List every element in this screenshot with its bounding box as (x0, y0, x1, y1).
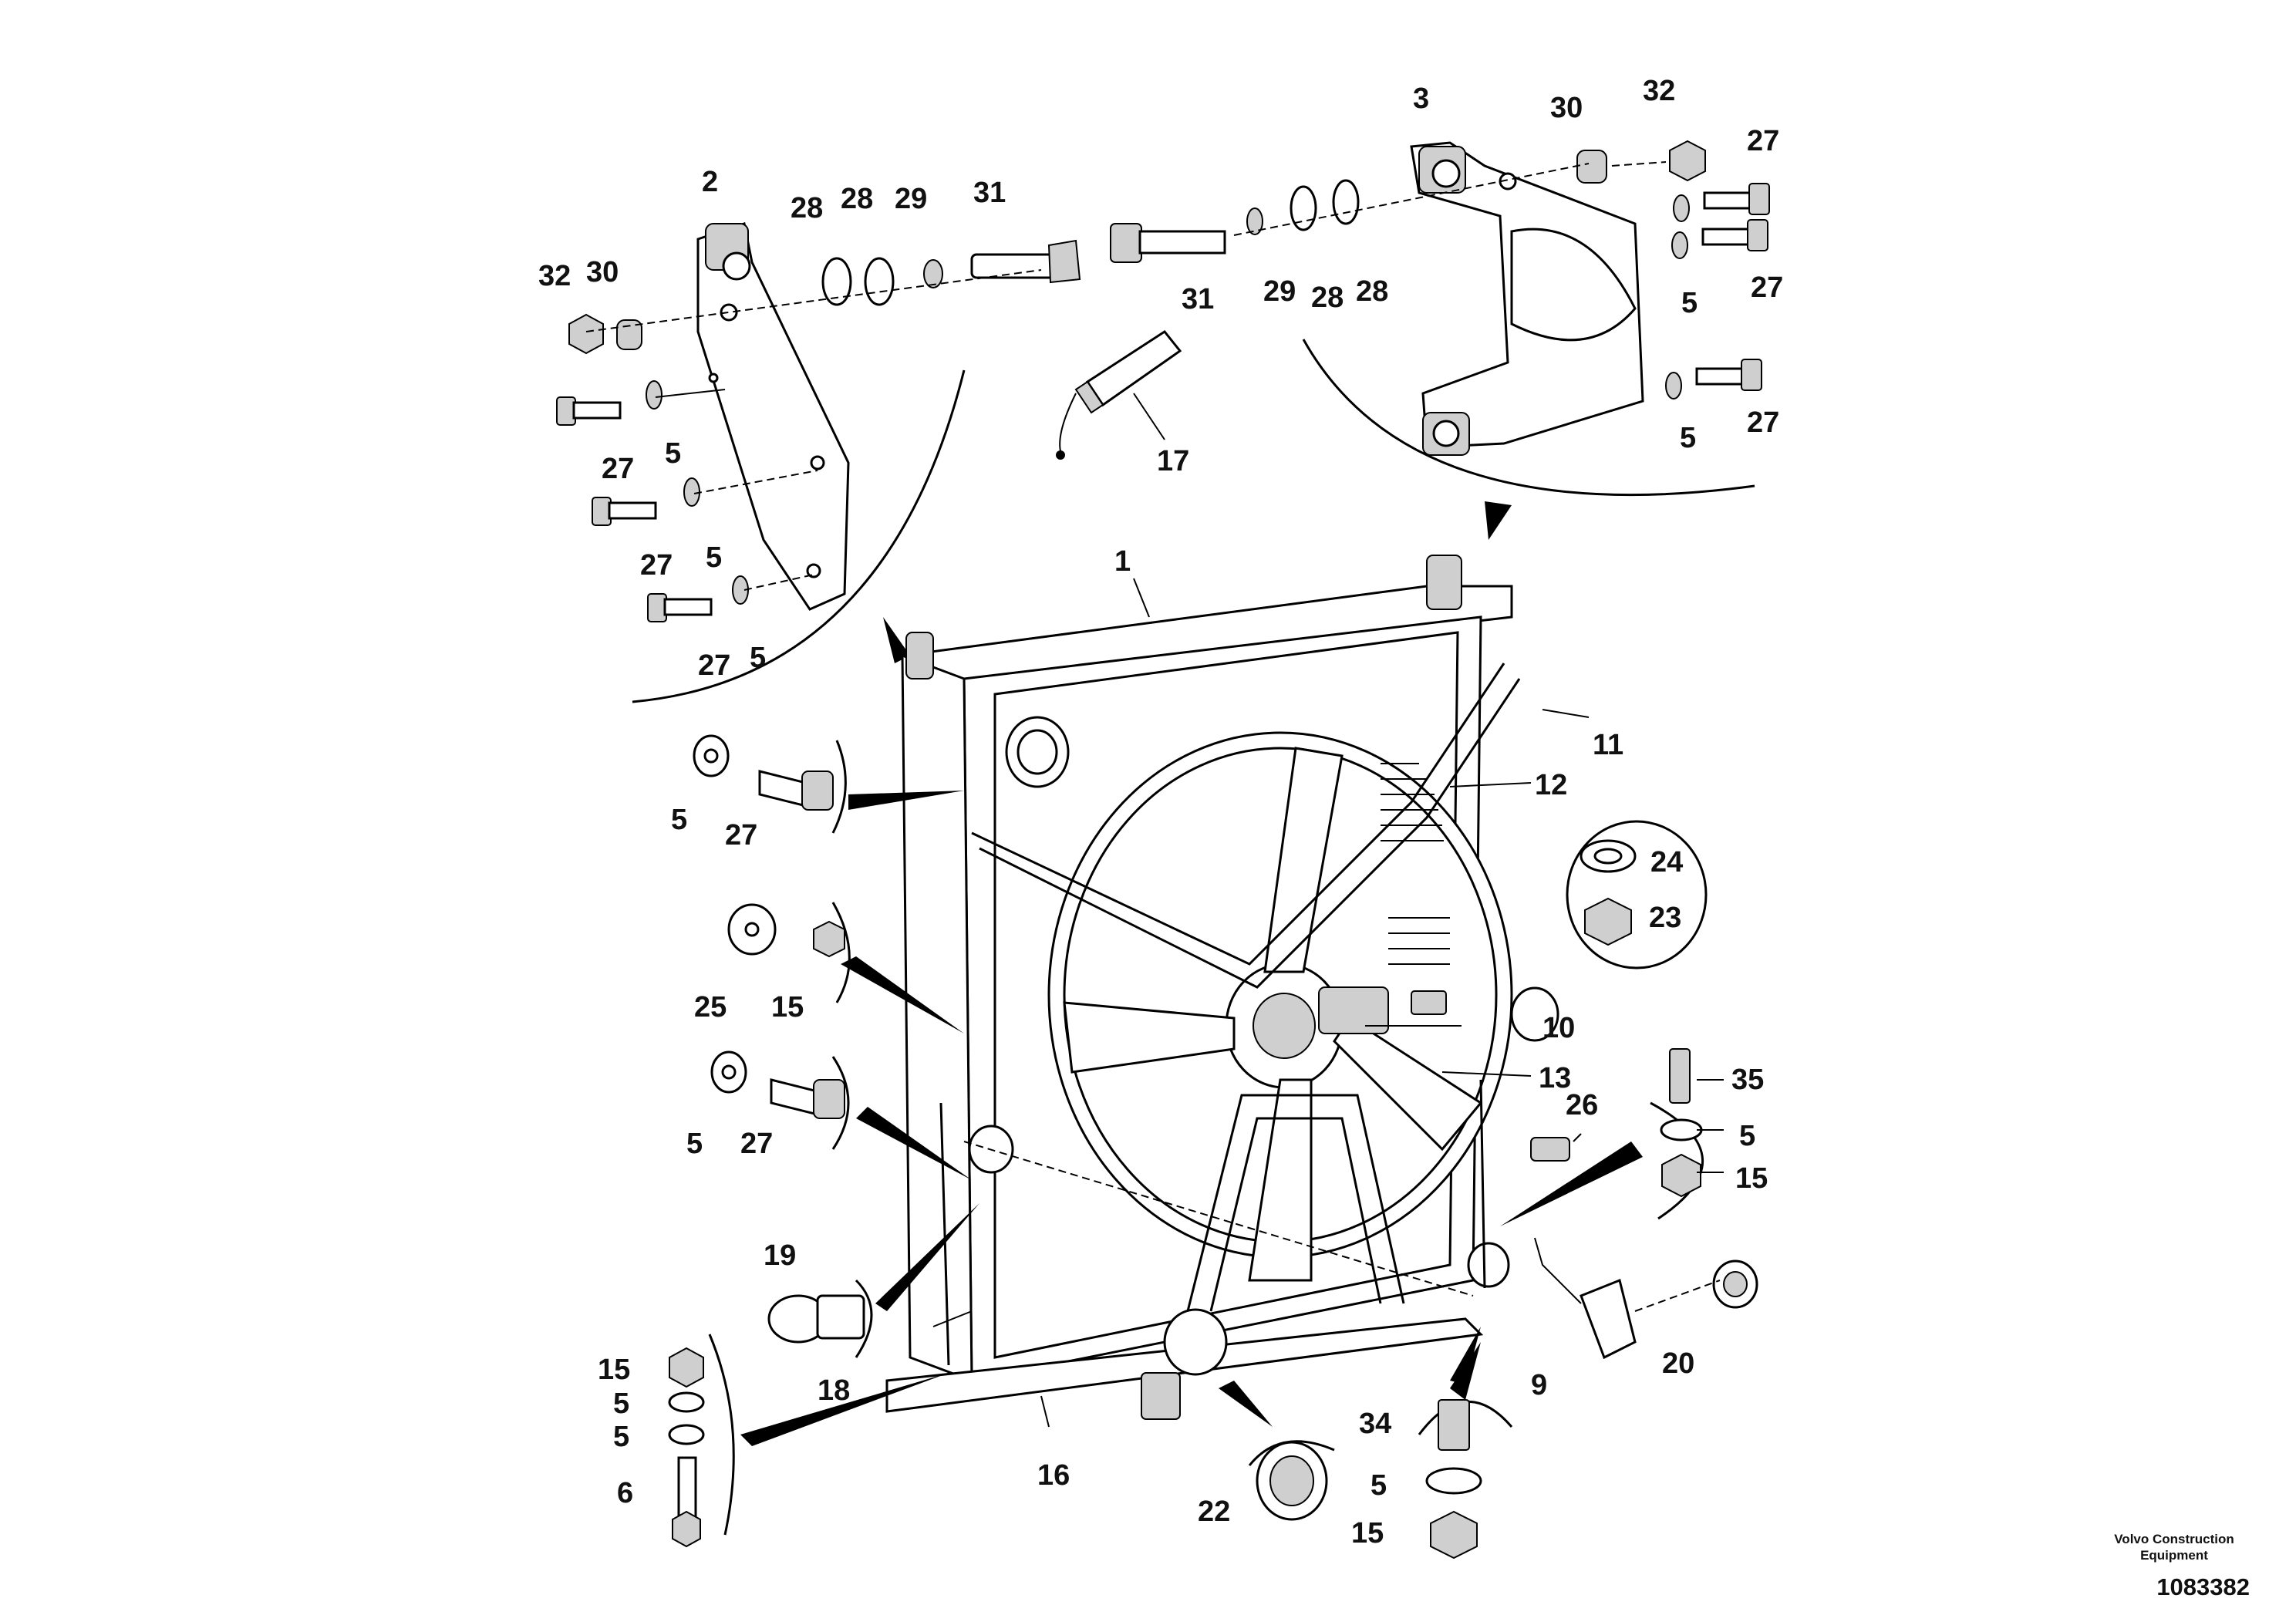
callout-28: 28 (1311, 282, 1344, 314)
callout-16: 16 (1037, 1459, 1070, 1492)
bolt-27-right-3 (1665, 359, 1762, 400)
brand-label: Volvo Construction Equipment (2089, 1531, 2259, 1564)
callout-23: 23 (1649, 902, 1681, 934)
callout-5: 5 (1371, 1469, 1387, 1502)
callout-9: 9 (1531, 1369, 1547, 1401)
callout-31: 31 (973, 177, 1006, 209)
callout-32: 32 (538, 260, 571, 292)
callout-5: 5 (665, 437, 681, 470)
leader-lines (932, 578, 1724, 1428)
callout-32: 32 (1643, 75, 1675, 107)
detail-washer-nut (1566, 820, 1708, 969)
callout-30: 30 (586, 256, 619, 288)
callout-27: 27 (1747, 406, 1779, 439)
callout-11: 11 (1593, 729, 1623, 761)
callout-15: 15 (598, 1354, 630, 1386)
callout-30: 30 (1550, 92, 1583, 124)
brand-line-2: Equipment (2140, 1548, 2208, 1563)
bolt-27-right-2 (1671, 219, 1768, 259)
callout-29: 29 (1263, 275, 1296, 308)
detail-bracket-left (556, 222, 1081, 703)
callout-25: 25 (694, 991, 727, 1023)
callout-22: 22 (1198, 1496, 1230, 1528)
callout-15: 15 (1351, 1517, 1384, 1549)
cooler-core (1381, 763, 1450, 965)
callout-5: 5 (671, 804, 687, 836)
radiator-assembly (885, 555, 1559, 1420)
callout-34: 34 (1359, 1408, 1391, 1440)
callout-5: 5 (1739, 1120, 1755, 1152)
callout-29: 29 (895, 183, 927, 215)
callout-numbers: 1 2 3 5 5 5 5 5 5 5 5 5 5 5 5 5 6 9 10 1… (538, 75, 1783, 1549)
callout-3: 3 (1413, 83, 1429, 115)
callout-20: 20 (1662, 1347, 1694, 1380)
callout-27: 27 (725, 819, 757, 851)
bolt-27-right-1 (1673, 183, 1770, 222)
callout-27: 27 (1751, 271, 1783, 304)
callout-1: 1 (1114, 545, 1131, 578)
callout-19: 19 (764, 1239, 796, 1272)
brand-line-1: Volvo Construction (2114, 1532, 2234, 1546)
bolt-27-left-1 (556, 380, 663, 426)
callout-6: 6 (617, 1477, 633, 1509)
callout-35: 35 (1731, 1064, 1764, 1096)
callout-2: 2 (702, 166, 718, 198)
callout-18: 18 (818, 1374, 850, 1407)
callout-5: 5 (706, 541, 722, 574)
callout-5: 5 (613, 1388, 629, 1420)
callout-12: 12 (1535, 769, 1567, 801)
callout-5: 5 (1681, 287, 1698, 319)
drawing-number: 1083382 (2156, 1573, 2250, 1600)
callout-27: 27 (1747, 125, 1779, 157)
callout-28: 28 (791, 192, 823, 224)
callout-26: 26 (1566, 1089, 1598, 1121)
detail-bracket-right (1110, 140, 1770, 540)
callout-5: 5 (613, 1421, 629, 1453)
callout-15: 15 (771, 991, 804, 1023)
callout-27: 27 (740, 1128, 773, 1160)
sealant-tube (1056, 330, 1182, 460)
callout-15: 15 (1735, 1162, 1768, 1195)
callout-13: 13 (1539, 1062, 1571, 1094)
callout-5: 5 (750, 642, 766, 674)
callout-27: 27 (698, 649, 730, 682)
callout-5: 5 (686, 1128, 703, 1160)
detail-left-fasteners (668, 734, 1474, 1548)
callout-28: 28 (841, 183, 873, 215)
detail-bottom-stack (1219, 1327, 1513, 1560)
callout-24: 24 (1650, 846, 1683, 878)
callout-17: 17 (1157, 445, 1189, 477)
callout-31: 31 (1182, 283, 1214, 315)
callout-27: 27 (640, 549, 673, 582)
bolt-27-left-3 (647, 575, 749, 622)
callout-28: 28 (1356, 275, 1388, 308)
callout-10: 10 (1542, 1012, 1575, 1044)
bolt-27-left-2 (592, 477, 700, 526)
callout-27: 27 (602, 453, 634, 485)
detail-right-stack (1500, 1048, 1758, 1360)
callout-5: 5 (1680, 422, 1696, 454)
